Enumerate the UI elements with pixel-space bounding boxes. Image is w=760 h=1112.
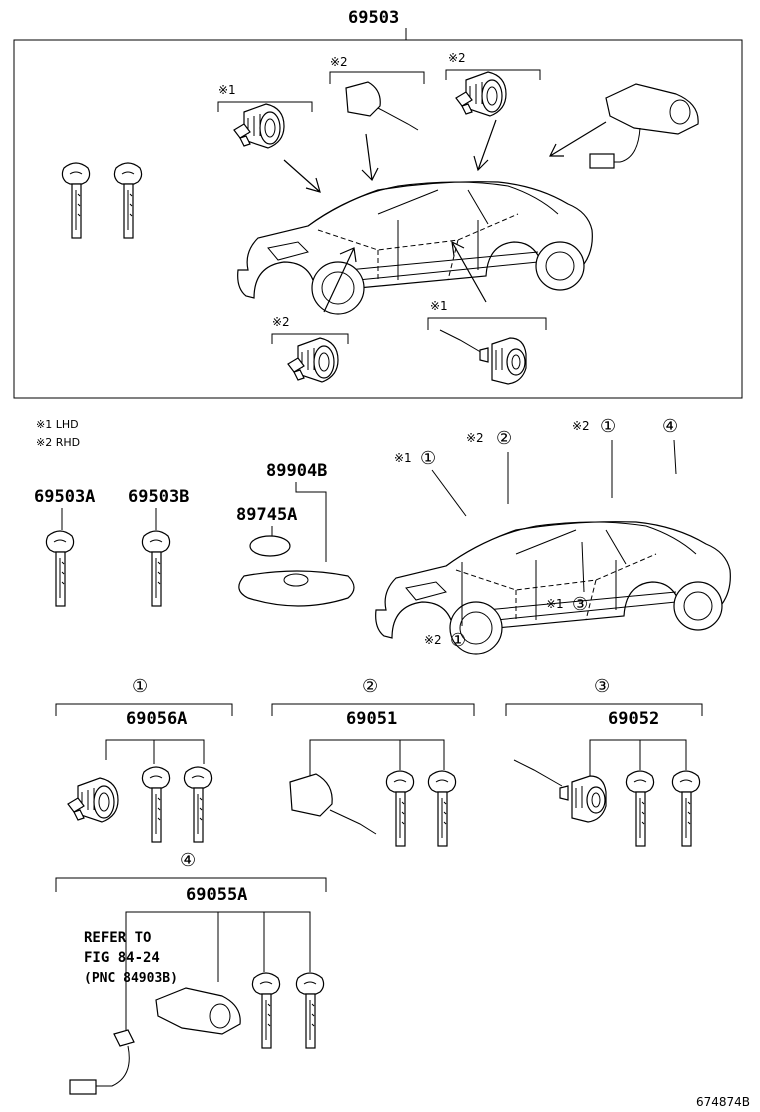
mark-lhd: ※1 — [394, 451, 412, 465]
set-4-callout: ④ — [180, 850, 196, 871]
set-1-callout: ① — [132, 676, 148, 697]
bracket — [427, 317, 547, 330]
leader-tree — [125, 911, 311, 1030]
key-icon — [625, 770, 655, 847]
leader — [673, 439, 677, 475]
leader — [581, 541, 585, 593]
key-icon — [251, 972, 281, 1049]
set-2-part-number: 69051 — [346, 709, 397, 729]
glovebox-cylinder-icon — [455, 71, 507, 117]
ignition-switch-icon — [155, 987, 241, 1035]
set-1-part-number: 69056A — [126, 709, 187, 729]
battery-part-number: 89745A — [236, 505, 297, 525]
callout-3: ③ — [572, 594, 588, 615]
connector-icon — [69, 1079, 97, 1095]
ignition-switch-detail — [669, 99, 691, 125]
bracket — [445, 69, 541, 80]
wire — [92, 1045, 130, 1087]
door-actuator-icon — [289, 773, 333, 817]
mark-lhd: ※1 — [546, 597, 564, 611]
leader — [431, 469, 467, 517]
transmitter-part-number: 89904B — [266, 461, 327, 481]
battery-icon — [249, 535, 291, 557]
figure-id: 674874B — [696, 1095, 750, 1109]
key-icon — [45, 530, 75, 607]
set-2-callout: ② — [362, 676, 378, 697]
mark-rhd: ※2 — [330, 55, 348, 69]
bracket — [271, 703, 475, 716]
car-diagram-icon — [237, 181, 593, 315]
mark-rhd: ※2 — [466, 431, 484, 445]
arrow-icon — [361, 133, 379, 182]
key-a-part-number: 69503A — [34, 487, 95, 507]
transmitter-logo — [283, 573, 309, 587]
callout-1: ① — [600, 416, 616, 437]
key-icon — [671, 770, 701, 847]
key-icon — [295, 972, 325, 1049]
ignition-cylinder-icon — [233, 103, 285, 149]
cylinder-icon — [67, 777, 119, 823]
ignition-switch-icon — [605, 83, 699, 135]
arrow-icon — [451, 240, 487, 303]
set-4-part-number: 69055A — [186, 885, 247, 905]
transmitter-leader — [295, 482, 327, 562]
callout-1: ① — [450, 630, 466, 651]
arrow-icon — [323, 247, 357, 313]
wire — [600, 127, 641, 163]
key-icon — [113, 162, 143, 239]
key-icon — [141, 530, 171, 607]
key-icon — [61, 162, 91, 239]
bracket — [55, 877, 327, 892]
refer-line-2: FIG 84-24 — [84, 950, 160, 966]
leader-tree — [589, 739, 687, 780]
key-icon — [427, 770, 457, 847]
set-3-callout: ③ — [594, 676, 610, 697]
arrow-icon — [473, 119, 497, 172]
trunk-cylinder-icon — [287, 337, 339, 383]
mark-rhd: ※2 — [572, 419, 590, 433]
connector-icon — [589, 153, 615, 169]
transmitter-icon — [238, 570, 355, 607]
door-cylinder-icon — [559, 775, 607, 823]
door-actuator-icon — [345, 81, 381, 117]
mark-rhd: ※2 — [272, 315, 290, 329]
leader-tree — [105, 739, 205, 764]
key-icon — [385, 770, 415, 847]
mark-lhd: ※1 — [218, 83, 236, 97]
bracket — [329, 71, 425, 84]
callout-4: ④ — [662, 416, 678, 437]
bracket — [271, 333, 349, 344]
assembly-part-number: 69503 — [348, 8, 399, 28]
refer-line-1: REFER TO — [84, 930, 151, 946]
callout-1: ① — [420, 448, 436, 469]
refer-line-3: (PNC 84903B) — [84, 971, 178, 986]
rod — [329, 809, 377, 835]
arrow-icon — [549, 121, 607, 157]
arrow-icon — [283, 159, 321, 193]
leader-tree — [309, 739, 445, 780]
assembly-frame — [13, 39, 743, 399]
door-cylinder-icon — [479, 337, 527, 385]
key-b-part-number: 69503B — [128, 487, 189, 507]
connector-icon — [113, 1029, 135, 1047]
bracket — [55, 703, 233, 716]
bracket — [217, 101, 313, 112]
rod — [377, 107, 419, 131]
set-3-part-number: 69052 — [608, 709, 659, 729]
bracket — [505, 703, 703, 716]
key-icon — [141, 766, 171, 843]
key-icon — [183, 766, 213, 843]
mark-rhd: ※2 — [424, 633, 442, 647]
rod — [513, 759, 563, 787]
legend-lhd: ※1 LHD — [36, 418, 79, 431]
mark-rhd: ※2 — [448, 51, 466, 65]
mark-lhd: ※1 — [430, 299, 448, 313]
rod — [439, 329, 485, 355]
legend-rhd: ※2 RHD — [36, 436, 80, 449]
ignition-switch-detail — [209, 1003, 231, 1029]
callout-2: ② — [496, 428, 512, 449]
